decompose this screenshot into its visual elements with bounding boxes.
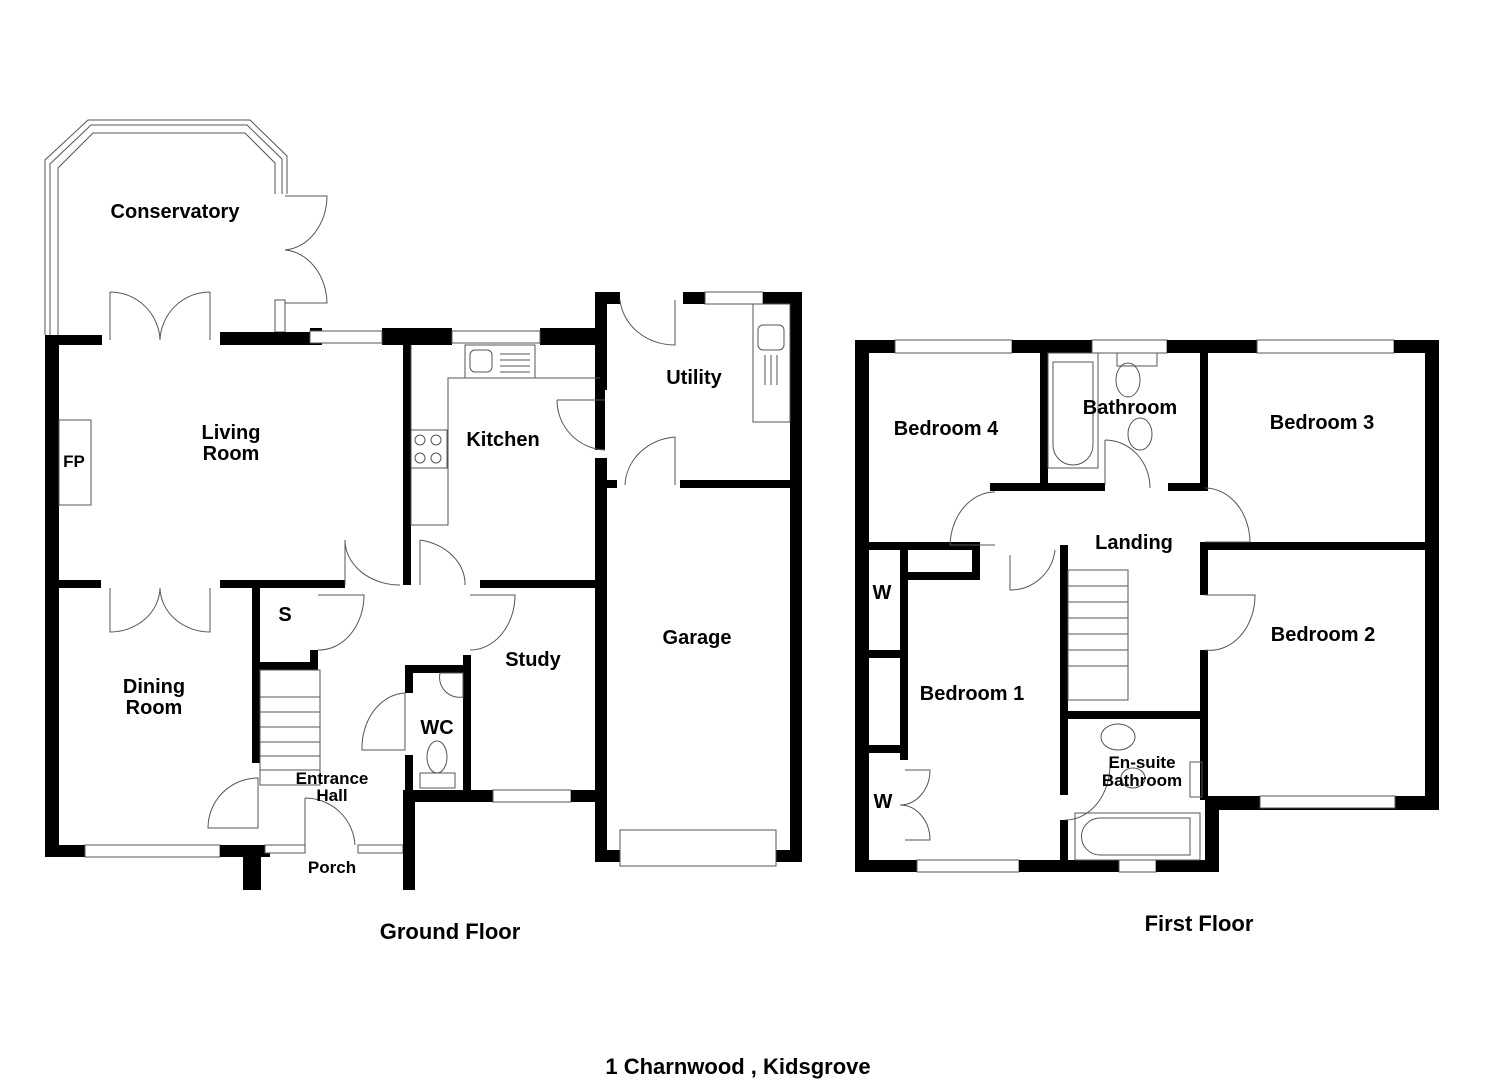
first-floor-plan: Bedroom 4 Bathroom Bedroom 3 Landing Bed… xyxy=(855,339,1439,936)
room-label-entrance-hall-line2: Hall xyxy=(316,786,347,805)
room-label-bedroom-1: Bedroom 1 xyxy=(920,683,1024,705)
room-label-fireplace: FP xyxy=(63,452,85,471)
conservatory-frame xyxy=(44,119,328,341)
room-label-dining-room-line1: Dining xyxy=(123,676,185,698)
first-floor-stairs xyxy=(1067,569,1129,701)
room-label-wardrobe-upper: W xyxy=(873,582,892,604)
room-label-bedroom-2: Bedroom 2 xyxy=(1271,624,1375,646)
ground-stairs xyxy=(259,669,321,786)
room-label-utility: Utility xyxy=(666,367,722,389)
room-label-wc: WC xyxy=(420,717,453,739)
room-label-bathroom: Bathroom xyxy=(1083,397,1177,419)
room-label-landing: Landing xyxy=(1095,532,1173,554)
room-label-wardrobe-lower: W xyxy=(874,791,893,813)
room-label-living-room-line1: Living xyxy=(202,422,261,444)
room-label-porch: Porch xyxy=(308,858,356,877)
room-label-garage: Garage xyxy=(663,627,732,649)
ground-floor-plan: Conservatory Living Room FP Kitchen Util… xyxy=(44,119,802,944)
room-label-dining-room-line2: Room xyxy=(126,697,183,719)
room-label-store: S xyxy=(278,604,291,626)
room-label-conservatory: Conservatory xyxy=(111,201,241,223)
room-label-living-room-line2: Room xyxy=(203,443,260,465)
floor-label-ground: Ground Floor xyxy=(380,919,521,944)
room-label-study: Study xyxy=(505,649,561,671)
fireplace-outline xyxy=(58,419,92,506)
floor-label-first: First Floor xyxy=(1145,911,1254,936)
room-label-entrance-hall-line1: Entrance xyxy=(296,769,369,788)
property-title: 1 Charnwood , Kidsgrove xyxy=(605,1054,870,1079)
room-label-ensuite-line2: Bathroom xyxy=(1102,771,1182,790)
room-label-bedroom-3: Bedroom 3 xyxy=(1270,412,1374,434)
room-label-ensuite-line1: En-suite xyxy=(1108,753,1175,772)
room-label-kitchen: Kitchen xyxy=(466,429,539,451)
room-label-bedroom-4: Bedroom 4 xyxy=(894,418,999,440)
